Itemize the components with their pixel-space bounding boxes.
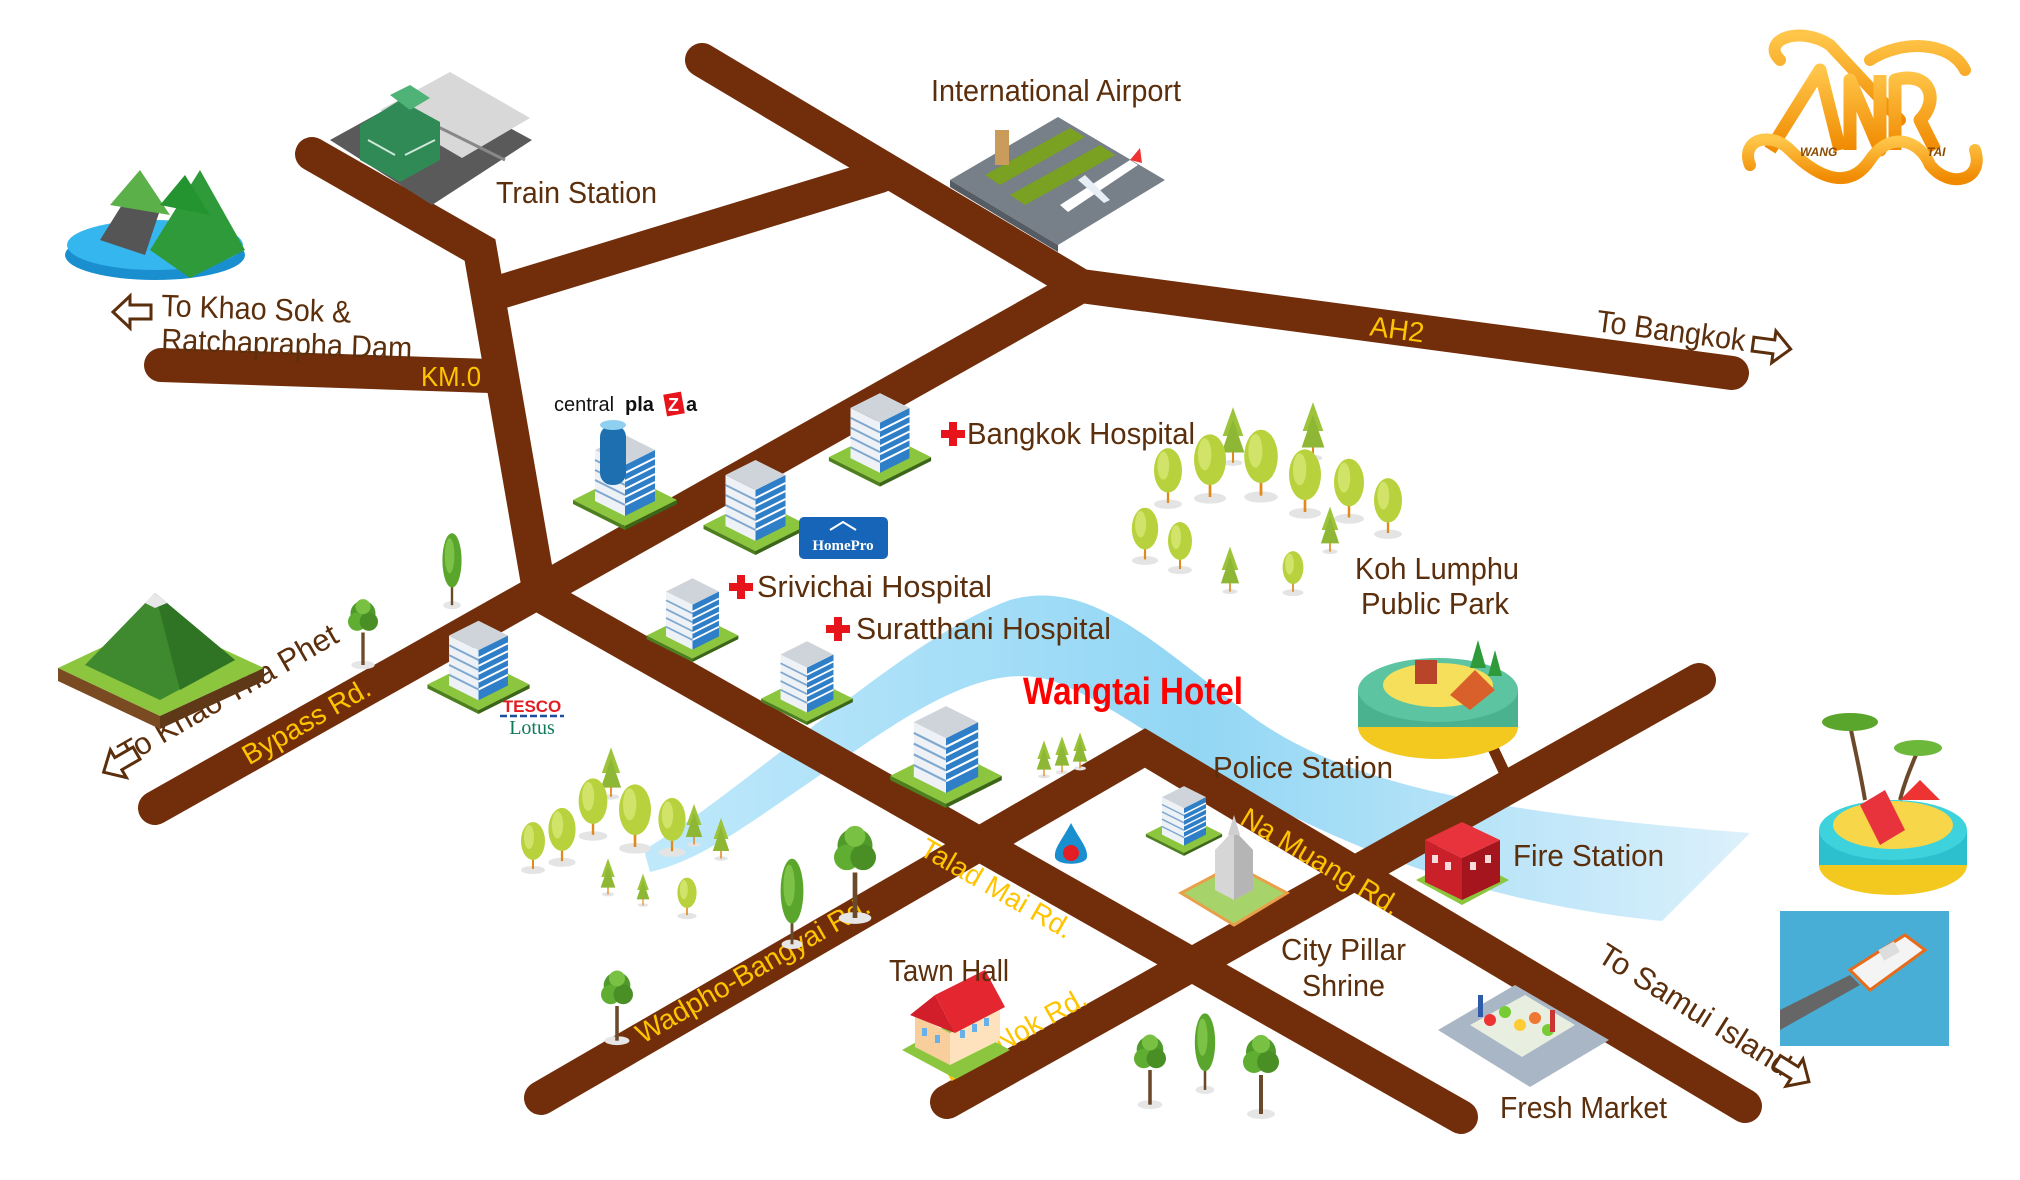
arrow-left-icon: [101, 745, 143, 780]
road-train-talad-mai: [295, 137, 1478, 1134]
red-cross-icon: [941, 422, 965, 446]
fresh-market-illustration: [1438, 985, 1609, 1087]
svg-text:Suratthani Hospital: Suratthani Hospital: [856, 611, 1111, 646]
road-wadpho-na-muang: [524, 728, 1762, 1123]
train-station-illustration: [330, 72, 532, 205]
svg-text:a: a: [686, 394, 698, 416]
svg-text:Bangkok Hospital: Bangkok Hospital: [967, 416, 1195, 451]
fire-station-label: Fire Station: [1513, 838, 1664, 873]
road-km0: [144, 348, 507, 393]
centralplaza-building: [571, 420, 679, 530]
city-pillar-shrine-illustration: [1177, 815, 1291, 927]
train-station-label: Train Station: [496, 175, 657, 210]
road-label-ah2: AH2: [1368, 310, 1426, 348]
forest-west: [521, 747, 730, 920]
koh-lumphu-label: Koh Lumphu: [1355, 551, 1519, 586]
police-station-label: Police Station: [1213, 750, 1393, 785]
dam-illustration: [65, 170, 245, 280]
arrow-left-icon: [110, 292, 153, 332]
svg-text:TESCO: TESCO: [503, 697, 562, 716]
wangtai-logo: WANG TAI: [1742, 29, 1983, 186]
beach-island-illustration: [1819, 713, 1967, 895]
svg-text:Srivichai Hospital: Srivichai Hospital: [757, 569, 992, 604]
shrine-label: Shrine: [1302, 968, 1385, 1003]
mountain-illustration: [58, 593, 264, 729]
fire-station-building: [1416, 822, 1509, 905]
tree-icon: [1194, 1013, 1216, 1095]
public-park-label: Public Park: [1361, 586, 1509, 621]
svg-text:central: central: [554, 394, 614, 416]
srivichai-hospital-label: Srivichai Hospital: [729, 569, 992, 604]
homepro-logo: HomePro: [799, 517, 888, 559]
ferry-pier-illustration: [1780, 911, 1949, 1046]
city-pillar-label: City Pillar: [1281, 932, 1406, 967]
tesco-lotus-logo: TESCO Lotus: [500, 697, 564, 739]
arrow-right-icon: [1750, 327, 1793, 366]
tree-icon: [442, 533, 462, 610]
road-don-nok: [930, 663, 1716, 1119]
logo-tai: TAI: [1927, 145, 1946, 159]
logo-wang: WANG: [1800, 145, 1837, 159]
tree-icon: [1036, 740, 1052, 779]
bangkok-hospital-label: Bangkok Hospital: [941, 416, 1195, 451]
airport-illustration: [950, 117, 1165, 252]
town-hall-label: Tawn Hall: [889, 953, 1009, 988]
airport-label: International Airport: [931, 73, 1181, 108]
wangtai-hotel-label: Wangtai Hotel: [1023, 671, 1243, 713]
khao-sok-label: To Khao Sok &: [161, 288, 352, 330]
airplane-icon: [1060, 148, 1142, 212]
tree-icon: [1134, 1034, 1166, 1110]
svg-text:pla: pla: [625, 394, 655, 416]
road-label-km0: KM.0: [421, 361, 481, 392]
road-label-wadpho: Wadpho-Bangyai Rd.: [630, 890, 875, 1049]
ptt-gas-station-icon: [1054, 823, 1088, 864]
tree-icon: [348, 599, 378, 670]
fresh-market-label: Fresh Market: [1500, 1090, 1667, 1125]
centralplaza-logo: central pla Z a: [554, 391, 698, 417]
tree-icon: [1054, 736, 1070, 775]
red-cross-icon: [729, 575, 753, 599]
svg-text:HomePro: HomePro: [812, 538, 873, 554]
svg-text:Lotus: Lotus: [509, 717, 555, 739]
tree-icon: [1243, 1035, 1279, 1119]
road-connector: [483, 159, 897, 309]
red-cross-icon: [826, 617, 850, 641]
arrow-right-icon: [1770, 1053, 1811, 1089]
town-hall-building: [902, 970, 1010, 1079]
svg-text:Z: Z: [668, 395, 679, 415]
suratthani-hospital-label: Suratthani Hospital: [826, 611, 1111, 646]
park-island-illustration: [1358, 640, 1518, 759]
